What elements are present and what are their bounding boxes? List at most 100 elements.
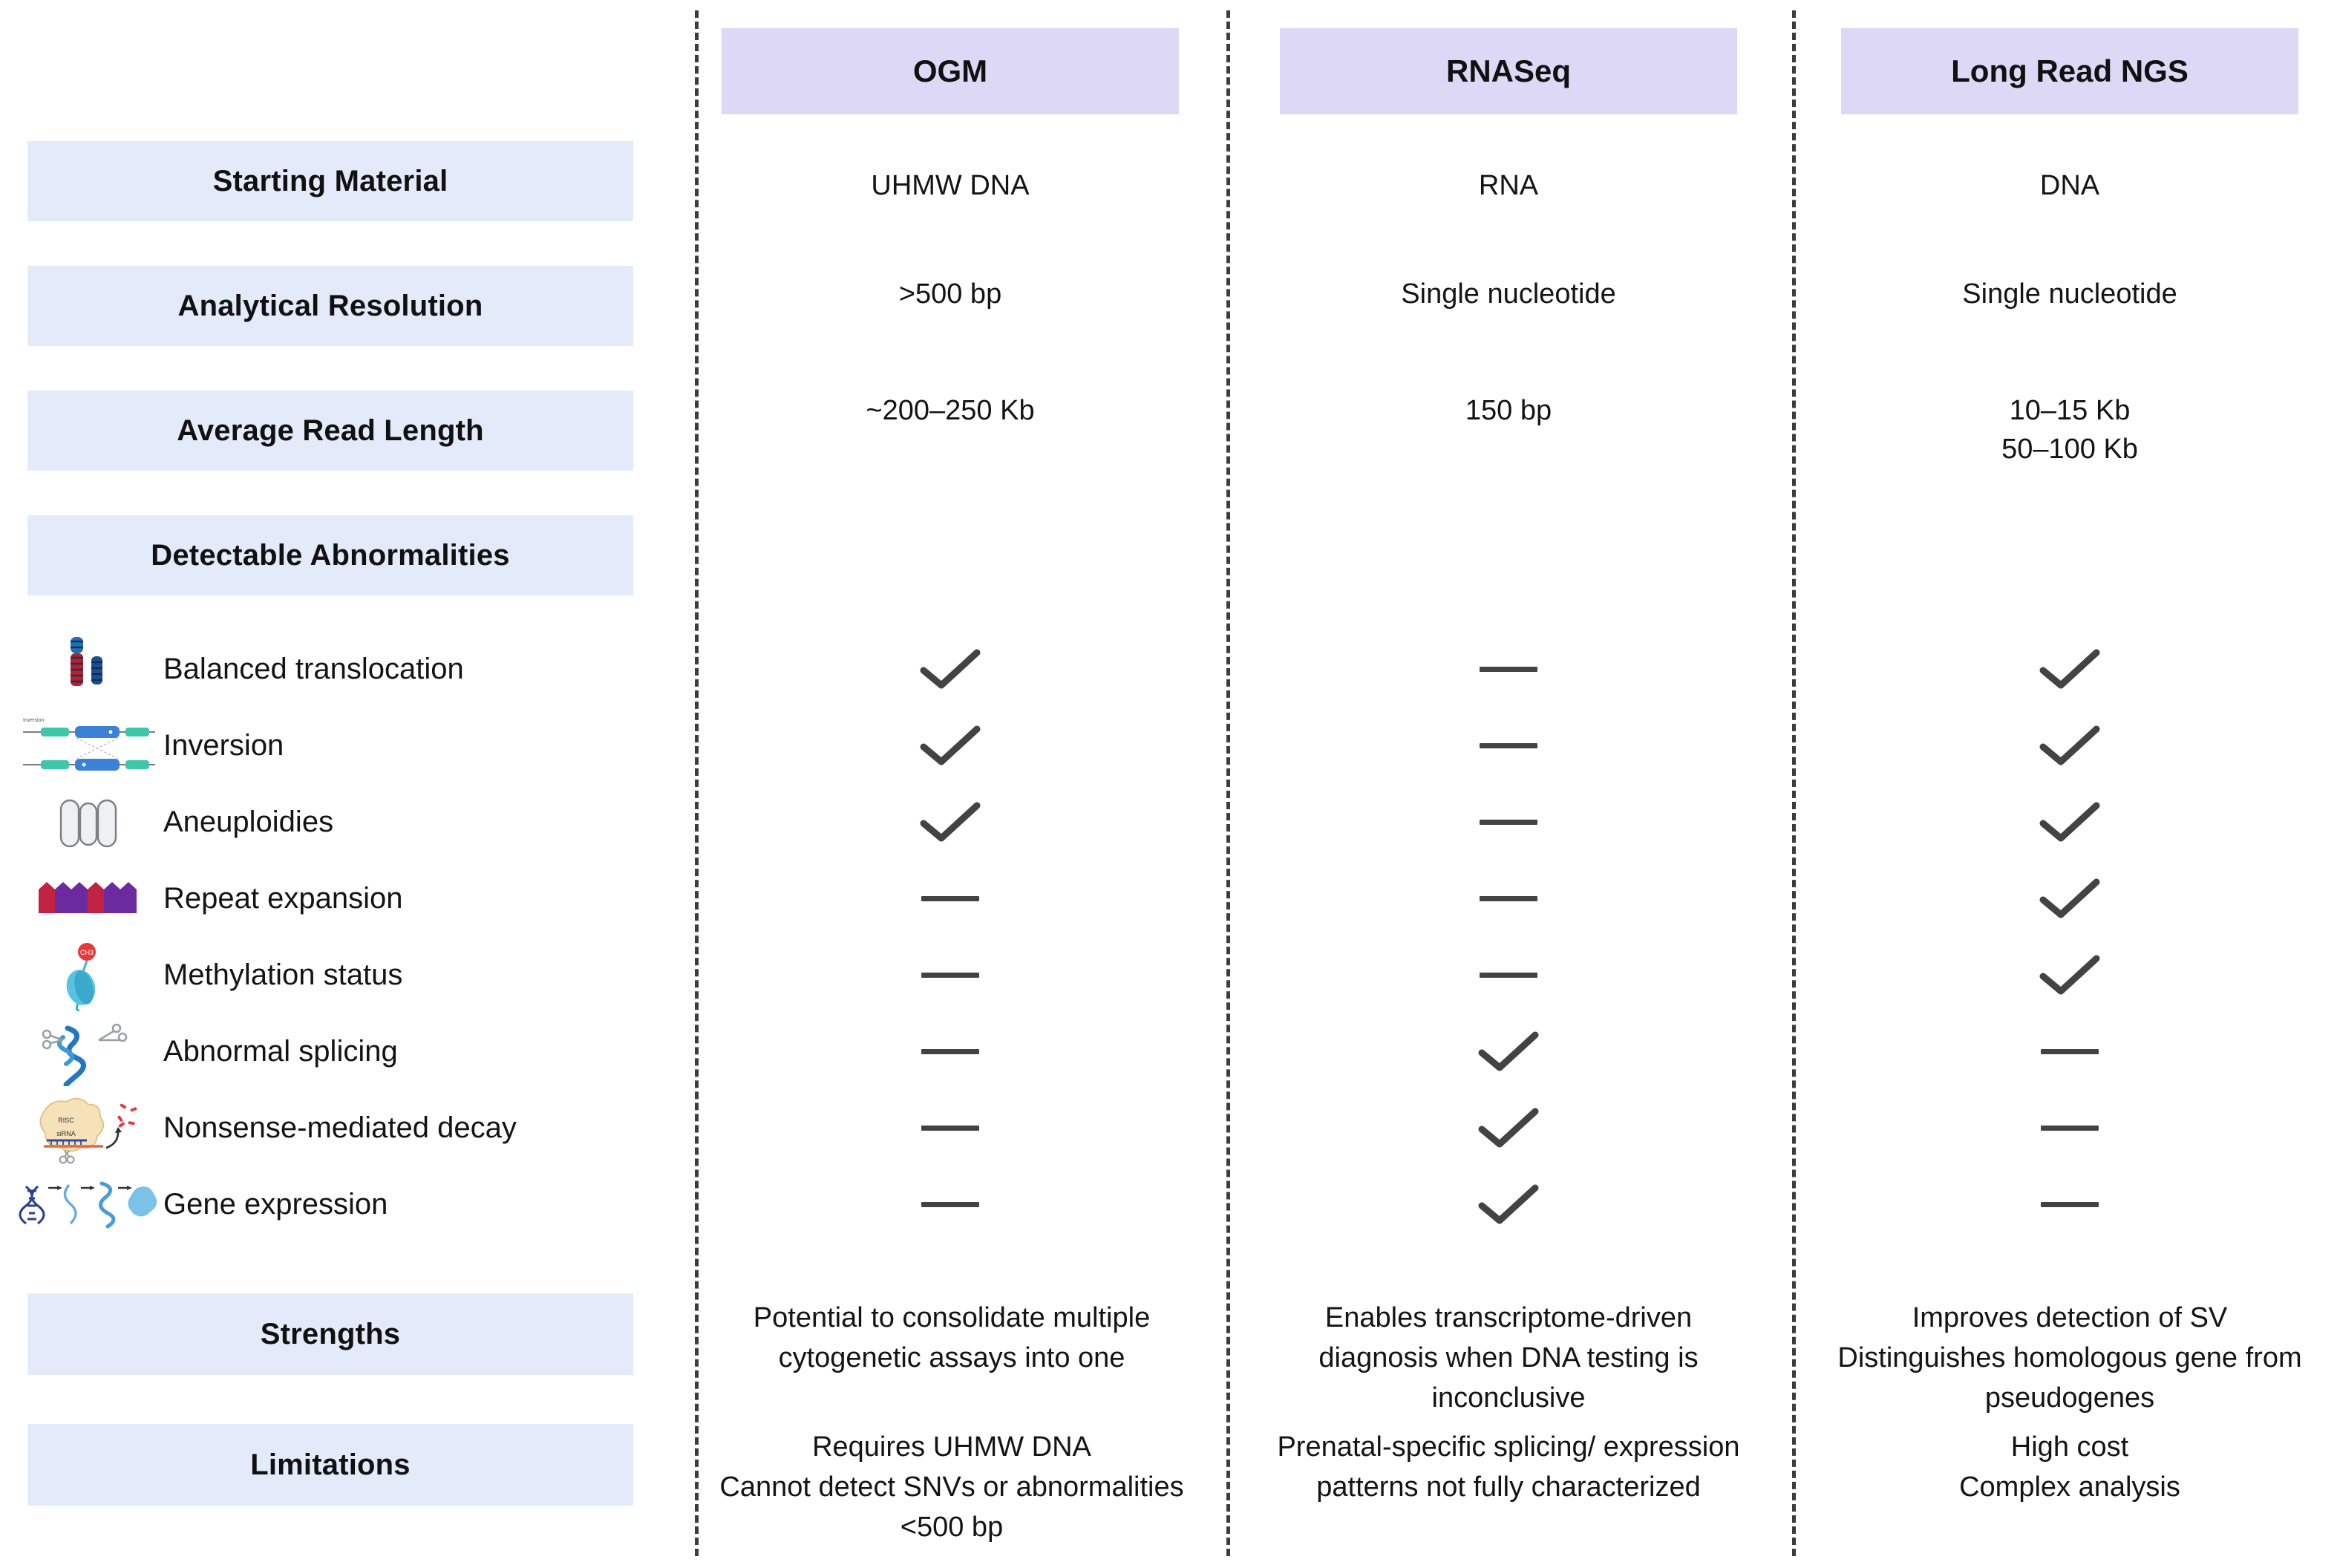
list-item: Aneuploidies: [15, 784, 668, 860]
nonsense-mediated-decay-icon: RISC siRNA: [15, 1093, 163, 1164]
check-icon: [1280, 1166, 1737, 1243]
row-label-text: Analytical Resolution: [177, 289, 483, 322]
repeat-expansion-icon: [15, 863, 163, 935]
list-item: CH3 Methylation status: [15, 937, 668, 1013]
marks-column-longread: [1841, 631, 2298, 1243]
dash-mark: [2041, 1049, 2099, 1054]
dash-mark: [921, 1202, 979, 1207]
dash-mark: [1480, 743, 1537, 748]
dash-icon: [1280, 860, 1737, 937]
row-label-analytical-resolution: Analytical Resolution: [27, 266, 633, 346]
row-label-text: Limitations: [250, 1448, 411, 1481]
dash-icon: [722, 1166, 1179, 1243]
dash-mark: [1480, 896, 1537, 901]
cell-strengths-longread: Improves detection of SV Distinguishes h…: [1837, 1302, 2302, 1414]
svg-text:siRNA: siRNA: [56, 1130, 76, 1137]
dash-mark: [921, 1126, 979, 1131]
list-item-label: Aneuploidies: [163, 806, 334, 838]
check-icon: [1841, 784, 2298, 860]
svg-text:Inversion: Inversion: [23, 718, 45, 723]
check-icon: [1841, 860, 2298, 937]
dash-icon: [1280, 937, 1737, 1013]
row-label-average-read-length: Average Read Length: [27, 391, 633, 471]
check-icon: [1280, 1090, 1737, 1166]
inversion-diagram-icon: Inversion: [15, 710, 163, 782]
row-label-text: Detectable Abnormalities: [151, 538, 510, 572]
cell-analytical-resolution-rnaseq: Single nucleotide: [1401, 278, 1616, 310]
list-item-label: Methylation status: [163, 958, 403, 991]
column-header-ogm: OGM: [722, 28, 1179, 114]
row-label-starting-material: Starting Material: [27, 141, 633, 221]
cell-average-read-length-rnaseq: 150 bp: [1465, 395, 1552, 426]
list-item-label: Abnormal splicing: [163, 1035, 398, 1068]
marks-column-ogm: [722, 631, 1179, 1243]
row-label-text: Average Read Length: [177, 414, 484, 447]
list-item: Gene expression: [15, 1166, 668, 1243]
list-item-label: Nonsense-mediated decay: [163, 1111, 517, 1144]
dash-icon: [1280, 784, 1737, 860]
cell-limitations-rnaseq: Prenatal-specific splicing/ expression p…: [1277, 1431, 1740, 1503]
cell-starting-material-rnaseq: RNA: [1478, 170, 1539, 201]
check-icon: [722, 631, 1179, 708]
check-icon: [1280, 1013, 1737, 1090]
cell-strengths-ogm: Potential to consolidate multiple cytoge…: [753, 1302, 1151, 1373]
column-divider-2: [1226, 10, 1230, 1556]
dash-icon: [1841, 1090, 2298, 1166]
column-header-label: RNASeq: [1445, 53, 1572, 88]
dash-mark: [2041, 1126, 2099, 1131]
dash-mark: [1480, 820, 1537, 825]
marks-column-rnaseq: [1280, 631, 1737, 1243]
dash-icon: [722, 937, 1179, 1013]
cell-starting-material-ogm: UHMW DNA: [871, 170, 1030, 201]
cell-analytical-resolution-longread: Single nucleotide: [1962, 278, 2177, 310]
cell-average-read-length-ogm: ~200–250 Kb: [866, 395, 1035, 426]
column-header-label: Long Read NGS: [1951, 53, 2189, 88]
check-icon: [722, 708, 1179, 784]
list-item: Repeat expansion: [15, 860, 668, 937]
list-item-label: Inversion: [163, 729, 284, 762]
column-divider-3: [1792, 10, 1796, 1556]
check-icon: [1841, 937, 2298, 1013]
row-label-limitations: Limitations: [27, 1424, 633, 1506]
cell-starting-material-longread: DNA: [2039, 170, 2100, 201]
dash-icon: [1280, 708, 1737, 784]
list-item: Inversion Inversion: [15, 708, 668, 784]
dash-mark: [1480, 667, 1537, 672]
list-item: Abnormal splicing: [15, 1013, 668, 1090]
dash-icon: [1841, 1166, 2298, 1243]
dash-icon: [722, 1090, 1179, 1166]
row-label-detectable-abnormalities: Detectable Abnormalities: [27, 515, 633, 595]
cell-strengths-rnaseq: Enables transcriptome-driven diagnosis w…: [1318, 1302, 1699, 1414]
list-item-label: Repeat expansion: [163, 882, 403, 915]
cell-average-read-length-longread: 10–15 Kb 50–100 Kb: [2001, 395, 2138, 465]
list-item: RISC siRNA: [15, 1090, 668, 1166]
column-header-rnaseq: RNASeq: [1280, 28, 1737, 114]
column-divider-1: [695, 10, 699, 1556]
abnormal-splicing-icon: [15, 1016, 163, 1088]
detectable-abnormalities-list: Balanced translocation Inversion: [15, 631, 668, 1243]
gene-expression-icon: [15, 1169, 163, 1241]
cell-analytical-resolution-ogm: >500 bp: [898, 278, 1002, 310]
column-header-label: OGM: [912, 53, 988, 88]
dash-mark: [921, 896, 979, 901]
methylation-status-icon: CH3: [15, 940, 163, 1011]
check-icon: [1841, 708, 2298, 784]
cell-limitations-ogm: Requires UHMW DNA Cannot detect SNVs or …: [719, 1431, 1184, 1543]
row-label-strengths: Strengths: [27, 1293, 633, 1375]
check-icon: [1841, 631, 2298, 708]
list-item-label: Balanced translocation: [163, 653, 464, 685]
svg-text:RISC: RISC: [58, 1117, 74, 1124]
dash-icon: [1280, 631, 1737, 708]
row-label-text: Strengths: [260, 1317, 401, 1350]
cell-limitations-longread: High cost Complex analysis: [1959, 1431, 2180, 1503]
column-header-longread: Long Read NGS: [1841, 28, 2298, 114]
dash-icon: [1841, 1013, 2298, 1090]
dash-icon: [722, 860, 1179, 937]
svg-text:CH3: CH3: [80, 949, 94, 956]
dash-mark: [1480, 973, 1537, 978]
row-label-text: Starting Material: [212, 164, 448, 197]
dash-mark: [921, 973, 979, 978]
dash-mark: [2041, 1202, 2099, 1207]
check-icon: [722, 784, 1179, 860]
list-item: Balanced translocation: [15, 631, 668, 708]
